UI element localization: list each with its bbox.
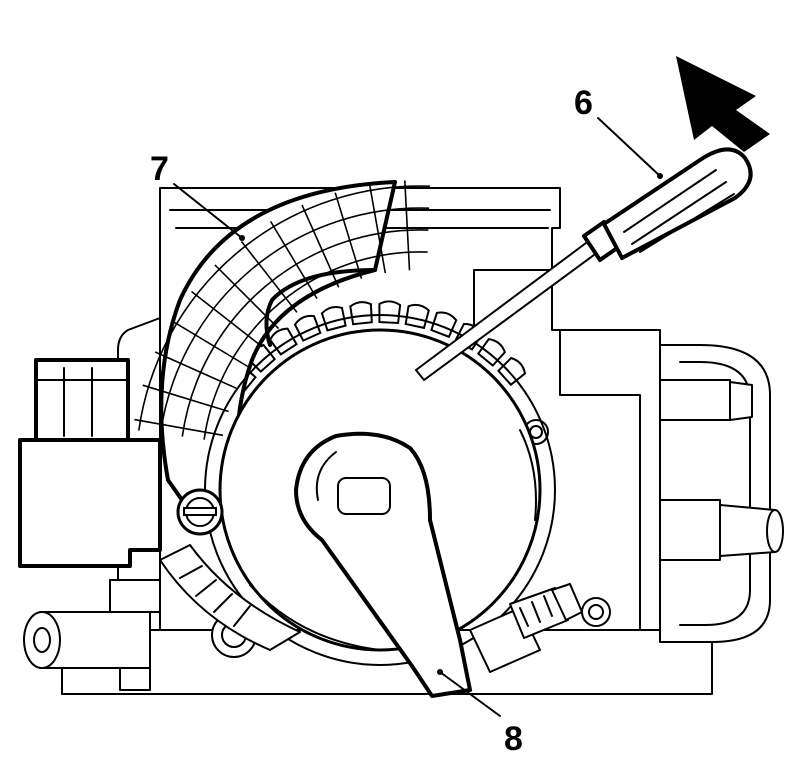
screwdriver — [414, 147, 753, 382]
gear-tooth — [320, 305, 347, 332]
lever-stop-bracket — [469, 583, 583, 673]
callout-6: 6 — [574, 84, 593, 122]
sector-grid-line — [334, 192, 363, 279]
sector-grid-line — [191, 290, 263, 348]
sector-grid-line — [142, 384, 229, 413]
gear-tooth — [349, 301, 373, 326]
gear-tooth — [476, 338, 507, 367]
sector-grid-line — [134, 418, 224, 437]
sector-grid-line — [368, 184, 387, 274]
gear-tooth — [497, 356, 527, 387]
gear-tooth — [404, 303, 430, 330]
leader-lines — [173, 117, 663, 717]
sector-grid-line — [240, 241, 298, 313]
gear-tooth — [430, 311, 458, 339]
lower-gear-segment — [159, 544, 301, 651]
throttle-lever — [294, 431, 472, 698]
sector-grid-line — [170, 319, 250, 368]
callout-7: 7 — [150, 150, 169, 188]
arrow-icon — [676, 56, 770, 152]
sector-grid-line — [154, 351, 238, 390]
sector-grid-line — [404, 180, 411, 271]
adjustment-screw — [176, 488, 224, 536]
gear-tooth — [378, 300, 402, 325]
callout-8: 8 — [504, 720, 523, 758]
hose-nipple — [23, 579, 161, 691]
sector-grid-line — [269, 220, 318, 300]
electrical-connector — [18, 358, 162, 568]
